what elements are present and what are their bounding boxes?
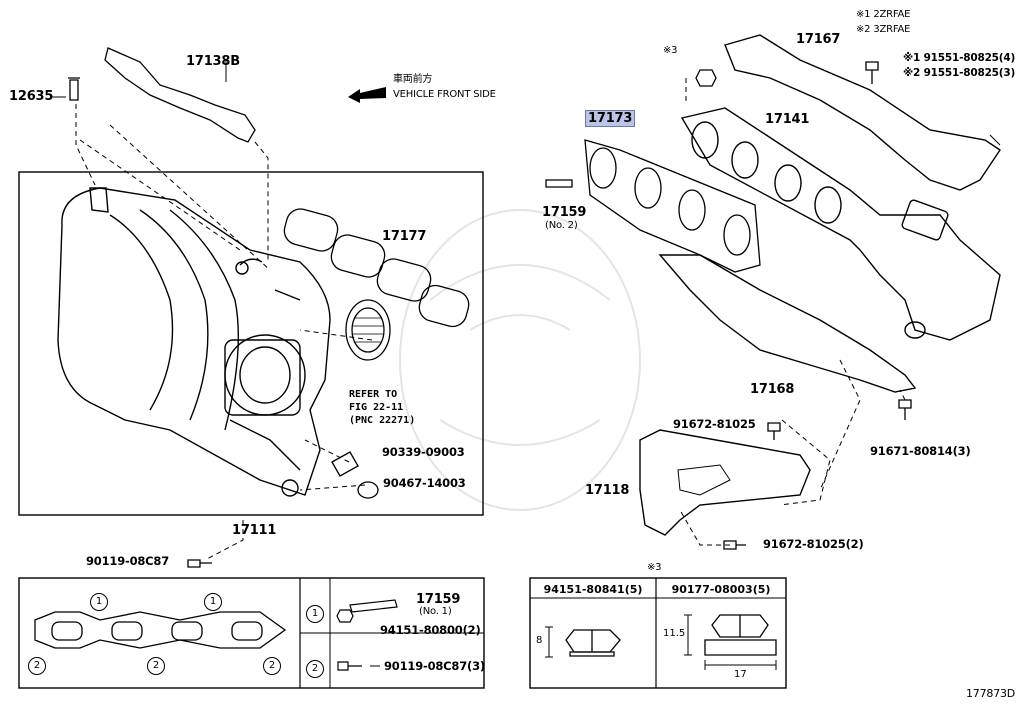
- note-3zrfae: ※2 3ZRFAE: [856, 24, 911, 35]
- stud-17159-drawing: [545, 179, 573, 188]
- part-12635[interactable]: 12635: [9, 89, 54, 104]
- figure-id: 177873D: [966, 687, 1016, 700]
- legend-17159[interactable]: 17159: [416, 592, 461, 607]
- part-90119[interactable]: 90119-08C87: [86, 554, 170, 568]
- legend-90119-08c87[interactable]: 90119-08C87(3): [384, 659, 485, 673]
- part-90467[interactable]: 90467-14003: [383, 476, 466, 490]
- plug-90339-drawing: [331, 451, 359, 477]
- callout-1-right: 1: [204, 593, 222, 611]
- note-2zrfae: ※1 2ZRFAE: [856, 9, 911, 20]
- part-17173[interactable]: 17173: [585, 110, 636, 127]
- callout-1-left: 1: [90, 593, 108, 611]
- part-91672-bottom[interactable]: 91672-81025(2): [763, 537, 864, 551]
- insulator-17168-drawing: [658, 254, 917, 393]
- refer-to-fig[interactable]: REFER TO FIG 22-11 (PNC 22271): [349, 388, 415, 427]
- part-17177[interactable]: 17177: [382, 229, 427, 244]
- insulator-17167-drawing: [724, 34, 1001, 191]
- legend-nut-drawing: [336, 609, 354, 623]
- exhaust-gasket-17173-drawing: [584, 139, 761, 273]
- bolt-91551-drawing: [865, 61, 879, 84]
- ref-line-1: REFER TO: [349, 389, 398, 400]
- vehicle-front-jp: 車両前方: [393, 74, 433, 85]
- ref-line-3: (PNC 22271): [349, 415, 416, 426]
- legend-mark-3: ※3: [647, 562, 662, 573]
- part-17111[interactable]: 17111: [232, 523, 277, 538]
- bolt-91671-drawing: [898, 399, 912, 420]
- part-91671[interactable]: 91671-80814(3): [870, 444, 971, 458]
- callout-2-b: 2: [147, 657, 165, 675]
- watermark-logo: [399, 209, 641, 511]
- mark-3-top: ※3: [663, 45, 678, 56]
- dim-8: 8: [536, 635, 543, 646]
- part-17138b[interactable]: 17138B: [186, 54, 240, 69]
- bolt-91672-top-drawing: [767, 422, 781, 440]
- nut-90177-drawing: [704, 614, 777, 656]
- bolt-91672-bottom-drawing: [723, 540, 746, 550]
- callout-2-c: 2: [263, 657, 281, 675]
- part-17141[interactable]: 17141: [765, 112, 810, 127]
- intake-manifold-frame: [18, 171, 484, 516]
- legend-stud-drawing: [349, 599, 398, 613]
- vehicle-front-label: VEHICLE FRONT SIDE: [393, 89, 496, 100]
- front-arrow-icon: [348, 87, 386, 103]
- dim-11-5: 11.5: [663, 628, 686, 639]
- legend-17159-sub: (No. 1): [419, 606, 452, 617]
- exhaust-manifold-17141-drawing: [680, 107, 1001, 341]
- bracket-17138b-drawing: [104, 47, 256, 143]
- part-17159[interactable]: 17159: [542, 205, 587, 220]
- legend-col-94151[interactable]: 94151-80841(5): [543, 583, 643, 596]
- dim-17: 17: [734, 669, 747, 680]
- callout-2-a: 2: [28, 657, 46, 675]
- bracket-17118-drawing: [639, 429, 811, 536]
- legend-94151-80800[interactable]: 94151-80800(2): [380, 623, 481, 637]
- gasket-17177-drawing: [283, 208, 470, 328]
- part-17159-sub: (No. 2): [545, 220, 578, 231]
- nut-94151-drawing: [565, 629, 621, 657]
- stud-12635-drawing: [68, 77, 80, 101]
- legend-right-box: [529, 577, 787, 689]
- clamp-90467-drawing: [357, 481, 379, 499]
- legend-col-90177[interactable]: 90177-08003(5): [671, 583, 771, 596]
- part-91551-b[interactable]: ※2 91551-80825(3): [903, 67, 1016, 79]
- part-90339[interactable]: 90339-09003: [382, 445, 465, 459]
- legend-gasket-drawing: [34, 611, 287, 649]
- callout-1-row: 1: [306, 605, 324, 623]
- legend-bolt-drawing: [337, 661, 362, 671]
- leader-lines: [75, 78, 906, 546]
- part-91551-a[interactable]: ※1 91551-80825(4): [903, 52, 1016, 64]
- throttle-gasket-drawing: [345, 299, 391, 361]
- ref-line-2: FIG 22-11: [349, 402, 404, 413]
- part-17118[interactable]: 17118: [585, 483, 630, 498]
- bolt-90119-drawing: [187, 559, 212, 568]
- nut-mark3-drawing: [695, 69, 717, 87]
- callout-2-row: 2: [306, 660, 324, 678]
- part-17167[interactable]: 17167: [796, 32, 841, 47]
- intake-manifold-drawing: [57, 187, 331, 497]
- part-91672-top[interactable]: 91672-81025: [673, 417, 756, 431]
- part-17168[interactable]: 17168: [750, 382, 795, 397]
